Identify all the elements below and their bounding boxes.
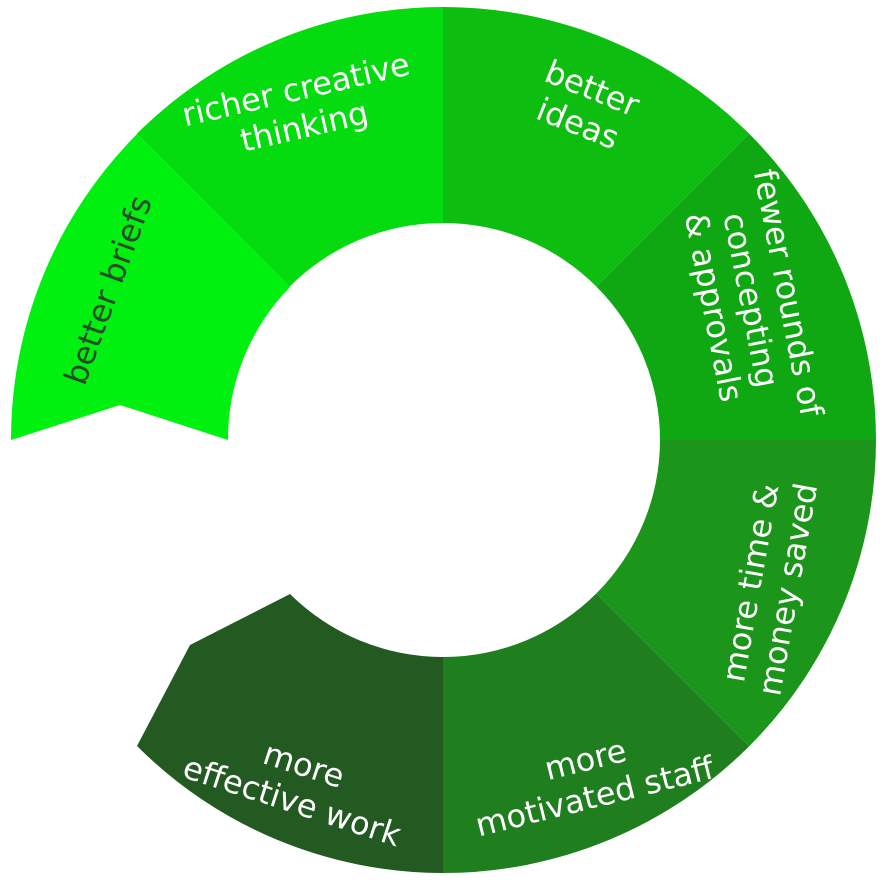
segments-group [10,6,876,873]
segment-richer-creative-thinking [136,6,444,287]
segment-time-money-saved [596,440,876,747]
segment-effective-work [137,594,443,873]
segment-motivated-staff [443,593,750,873]
segment-fewer-rounds [596,133,876,441]
label-fewer-rounds: fewer rounds ofconcepting& approvals [671,166,831,435]
label-better-ideas: betterideas [525,52,645,159]
segment-better-briefs [10,134,291,440]
segment-better-ideas [443,6,750,287]
